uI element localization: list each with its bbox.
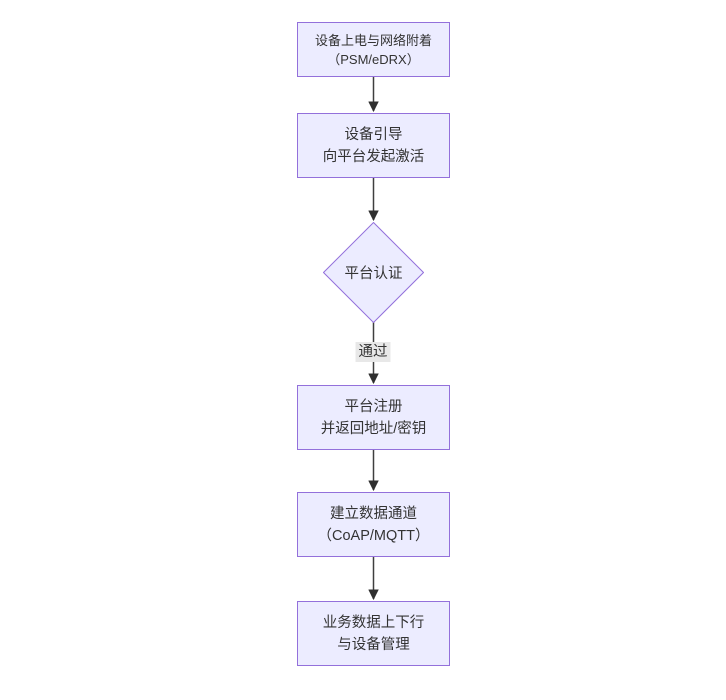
node-text-line: 与设备管理 [337, 636, 410, 653]
node-bootstrap: 设备引导 向平台发起激活 [297, 113, 450, 178]
node-text-line: （CoAP/MQTT） [317, 527, 430, 544]
node-text-line: 建立数据通道 [330, 505, 417, 522]
node-text-line: 设备引导 [344, 126, 403, 143]
node-power-attach: 设备上电与网络附着 （PSM/eDRX） [297, 22, 450, 77]
node-text-line: （PSM/eDRX） [327, 51, 420, 67]
node-text-line: 向平台发起激活 [322, 148, 425, 165]
node-register: 平台注册 并返回地址/密钥 [297, 385, 450, 450]
edge-label-pass: 通过 [355, 342, 391, 362]
node-platform-auth: 平台认证 [323, 222, 424, 323]
node-business: 业务数据上下行 与设备管理 [297, 601, 450, 666]
node-text-line: 平台注册 [344, 398, 403, 415]
node-text-line: 并返回地址/密钥 [320, 420, 427, 437]
node-text-line: 平台认证 [344, 266, 403, 282]
diamond-shape [323, 222, 424, 323]
node-data-channel: 建立数据通道 （CoAP/MQTT） [297, 492, 450, 557]
node-text-line: 设备上电与网络附着 [314, 32, 432, 48]
node-text-line: 业务数据上下行 [322, 614, 425, 631]
